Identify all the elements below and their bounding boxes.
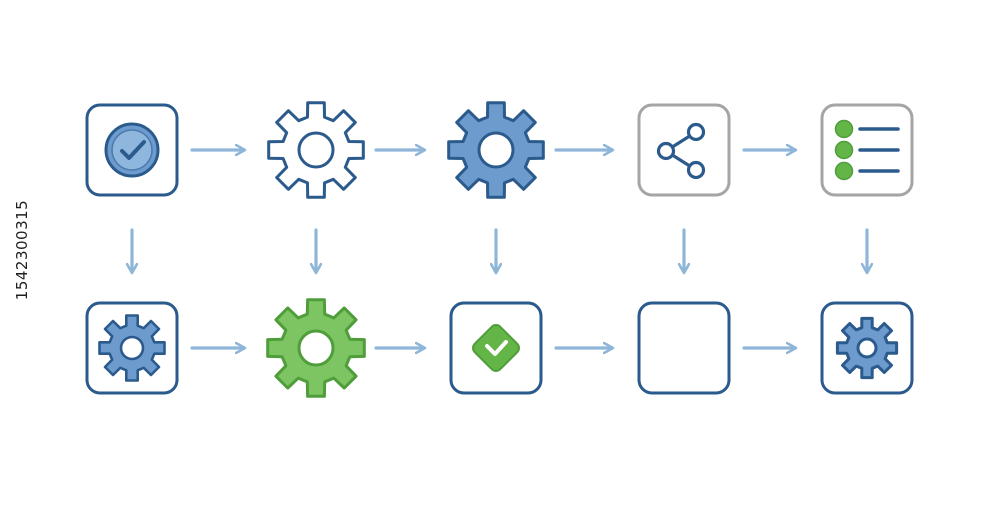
gear-green-icon	[266, 298, 366, 398]
node-gear-outline	[267, 101, 365, 199]
nodes-layer	[85, 101, 914, 398]
gear-outline-icon	[267, 101, 365, 199]
gear-small-icon	[85, 301, 179, 395]
empty-box-icon	[637, 301, 731, 395]
node-box-gear-small	[85, 301, 179, 395]
node-box-check-circle	[85, 103, 179, 197]
gear-blue-icon	[447, 101, 545, 199]
check-circle-icon	[85, 103, 179, 197]
node-gear-green	[266, 298, 366, 398]
node-box-share	[637, 103, 731, 197]
node-box-list	[820, 103, 914, 197]
node-box-check-diamond	[449, 301, 543, 395]
node-box-empty	[637, 301, 731, 395]
node-box-gear-dark	[820, 301, 914, 395]
check-diamond-icon	[449, 301, 543, 395]
share-icon	[637, 103, 731, 197]
arrows-layer	[132, 150, 867, 348]
gear-dark-icon	[820, 301, 914, 395]
vertical-id-text: 1542300315	[13, 199, 31, 301]
list-icon	[820, 103, 914, 197]
node-gear-blue	[447, 101, 545, 199]
